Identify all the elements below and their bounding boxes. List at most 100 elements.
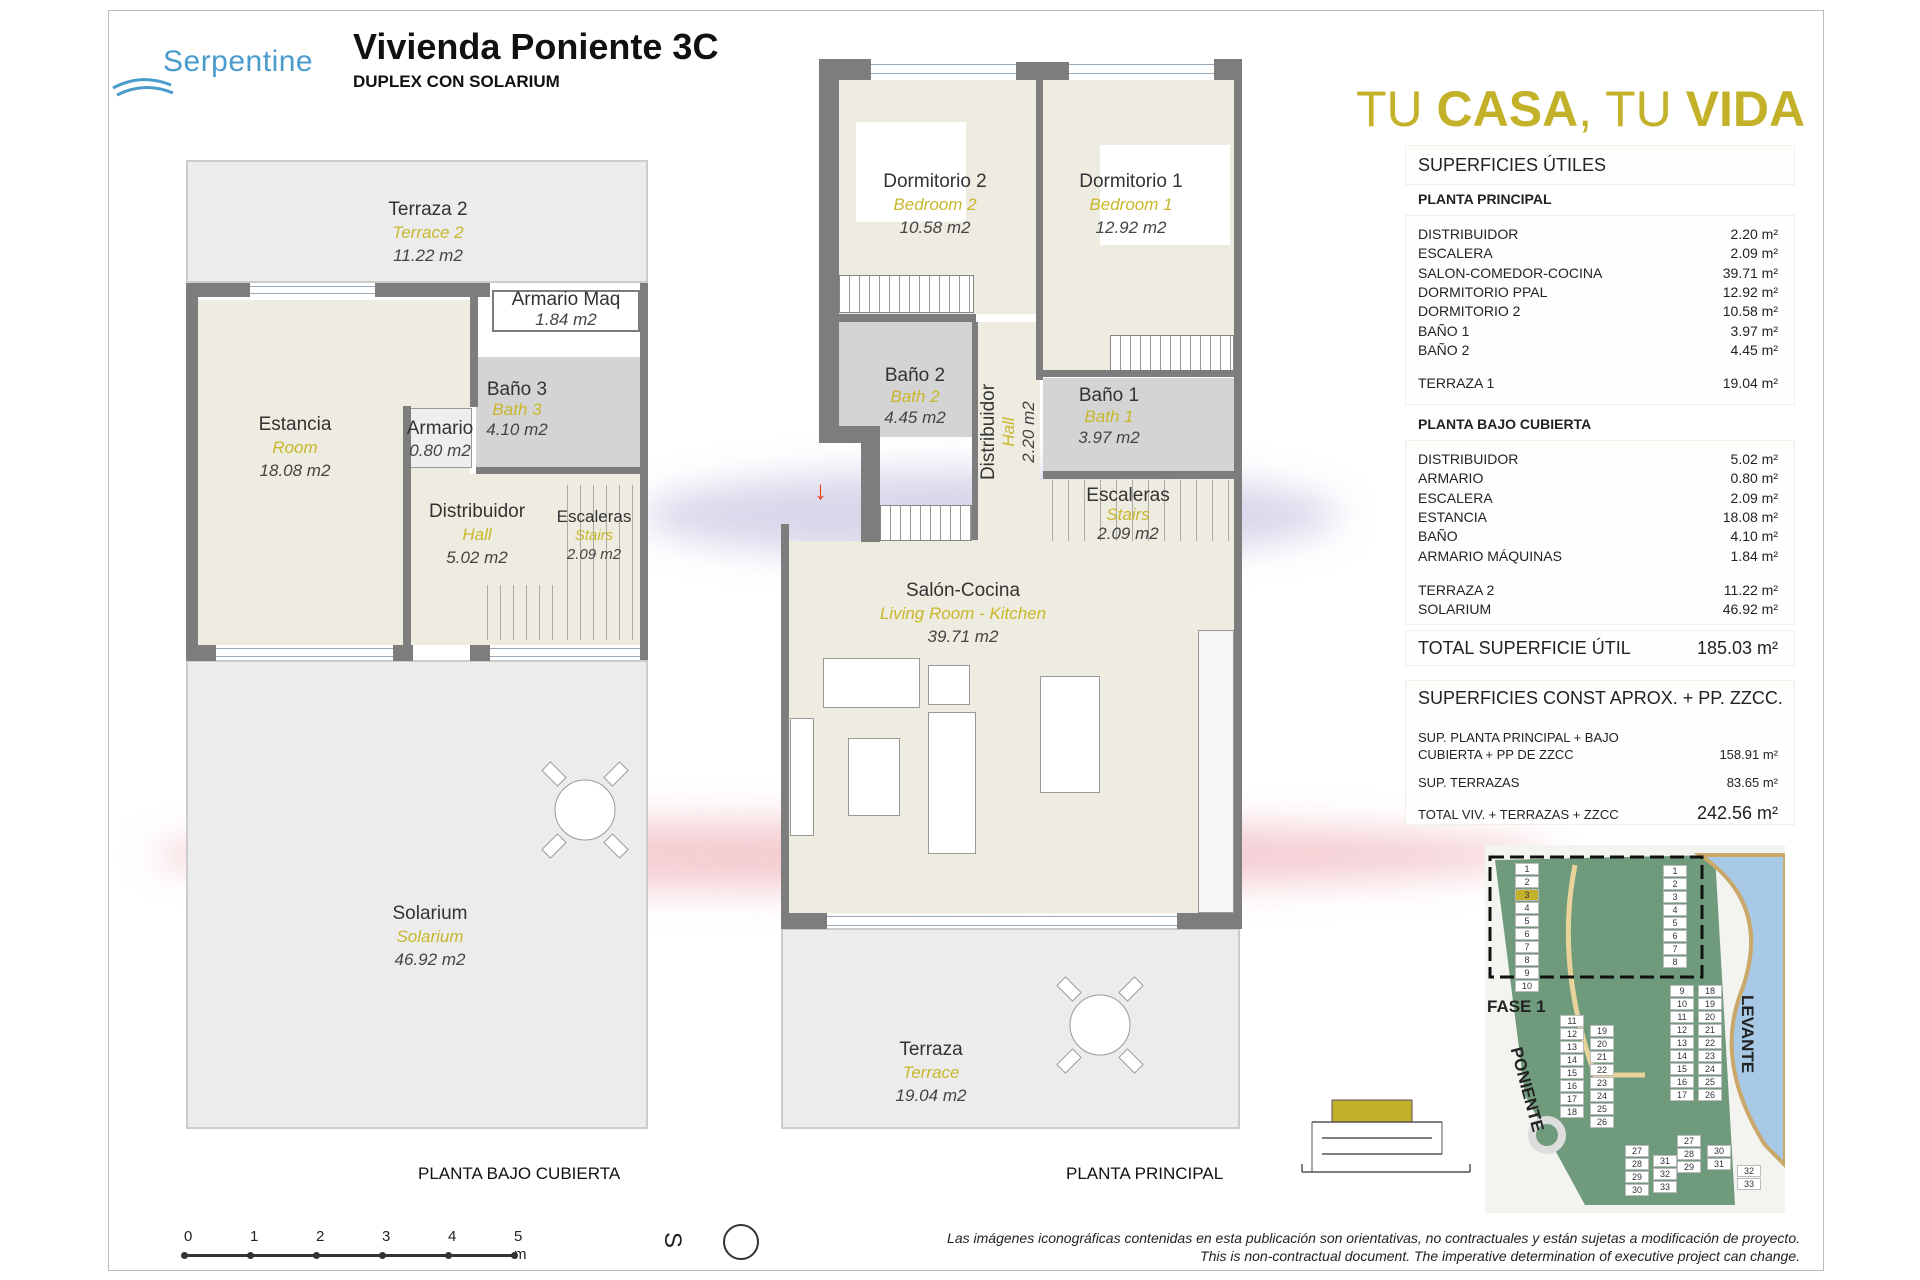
map-unit-levante: 14 xyxy=(1670,1050,1694,1062)
map-unit-levante: 33 xyxy=(1737,1178,1761,1190)
map-unit-levante: 6 xyxy=(1663,930,1687,942)
map-unit-poniente: 19 xyxy=(1590,1025,1614,1037)
map-unit-poniente: 2 xyxy=(1515,876,1539,888)
map-unit-poniente: 28 xyxy=(1625,1158,1649,1170)
map-unit-levante: 15 xyxy=(1670,1063,1694,1075)
map-unit-poniente: 16 xyxy=(1560,1080,1584,1092)
map-unit-levante: 25 xyxy=(1698,1076,1722,1088)
area-value: 18.08 m² xyxy=(1722,508,1778,525)
living-kitchen-floor xyxy=(787,541,1234,913)
wall xyxy=(186,645,216,661)
map-unit-poniente: 6 xyxy=(1515,928,1539,940)
map-unit-poniente: 29 xyxy=(1625,1171,1649,1183)
disclaimer-en: This is non-contractual document. The im… xyxy=(1200,1248,1800,1264)
map-unit-levante: 12 xyxy=(1670,1024,1694,1036)
area-name: ARMARIO xyxy=(1418,470,1484,487)
map-unit-levante: 29 xyxy=(1677,1161,1701,1173)
building-section-icon xyxy=(1301,1099,1471,1173)
scale-tick: 2 xyxy=(313,1228,324,1259)
terrace-area xyxy=(781,928,1240,1129)
area-value: 5.02 m² xyxy=(1730,451,1778,467)
area-name: SOLARIUM xyxy=(1418,601,1492,618)
bath-2-floor xyxy=(839,322,972,437)
map-unit-poniente: 8 xyxy=(1515,954,1539,966)
map-unit-levante: 22 xyxy=(1698,1037,1722,1049)
area-name: BAÑO xyxy=(1418,528,1458,545)
area-name: ESCALERA xyxy=(1418,489,1493,506)
area-name: BAÑO 1 xyxy=(1418,322,1470,339)
map-unit-poniente: 24 xyxy=(1590,1090,1614,1102)
dining-table xyxy=(1040,676,1100,793)
map-unit-poniente: 30 xyxy=(1625,1184,1649,1196)
area-value: 2.09 m² xyxy=(1730,489,1778,506)
kitchen-counter xyxy=(1198,630,1234,913)
map-unit-poniente: 14 xyxy=(1560,1054,1584,1066)
terrace-2-area xyxy=(186,160,648,283)
hall-floor xyxy=(978,322,1040,542)
wall xyxy=(819,426,861,443)
map-unit-poniente: 33 xyxy=(1653,1181,1677,1193)
area-value: 39.71 m² xyxy=(1722,264,1778,281)
wall xyxy=(1043,471,1234,479)
map-unit-poniente: 4 xyxy=(1515,902,1539,914)
map-unit-levante: 24 xyxy=(1698,1063,1722,1075)
window xyxy=(490,648,640,657)
compass-icon xyxy=(723,1224,759,1260)
wall xyxy=(781,524,789,928)
map-unit-levante: 3 xyxy=(1663,891,1687,903)
wall xyxy=(861,426,880,542)
map-unit-poniente: 27 xyxy=(1625,1145,1649,1157)
area-value: 4.45 m² xyxy=(1730,341,1778,358)
armchair xyxy=(928,665,970,705)
area-value: 11.22 m² xyxy=(1723,582,1778,598)
area-value: 10.58 m² xyxy=(1722,303,1778,320)
disclaimer-es: Las imágenes iconográficas contenidas en… xyxy=(947,1230,1800,1246)
area-value: 3.97 m² xyxy=(1730,322,1778,339)
map-unit-poniente: 31 xyxy=(1653,1155,1677,1167)
area-value: 4.10 m² xyxy=(1730,528,1778,545)
map-unit-poniente: 9 xyxy=(1515,967,1539,979)
wall xyxy=(186,283,198,661)
areas-table: SUPERFICIES ÚTILES PLANTA PRINCIPAL DIST… xyxy=(1400,0,1800,840)
wall xyxy=(1016,62,1069,80)
wall xyxy=(375,283,490,297)
area-value: 0.80 m² xyxy=(1730,470,1778,487)
map-unit-poniente: 11 xyxy=(1560,1015,1584,1027)
wardrobe xyxy=(839,275,974,313)
map-unit-levante: 31 xyxy=(1707,1158,1731,1170)
window xyxy=(827,916,1177,926)
map-unit-levante: 19 xyxy=(1698,998,1722,1010)
wall xyxy=(781,913,827,929)
area-row: ARMARIO 0.80 m² xyxy=(1418,470,1778,488)
map-unit-levante: 1 xyxy=(1663,865,1687,877)
map-unit-levante: 8 xyxy=(1663,956,1687,968)
window xyxy=(250,286,375,294)
map-unit-poniente: 17 xyxy=(1560,1093,1584,1105)
map-unit-levante: 10 xyxy=(1670,998,1694,1010)
wall xyxy=(640,283,648,660)
scale-tick: 5 m xyxy=(511,1228,527,1264)
map-unit-poniente: 23 xyxy=(1590,1077,1614,1089)
outdoor-table-icon xyxy=(541,761,629,859)
map-unit-poniente: 25 xyxy=(1590,1103,1614,1115)
coffee-table xyxy=(848,738,900,816)
map-unit-poniente: 13 xyxy=(1560,1041,1584,1053)
